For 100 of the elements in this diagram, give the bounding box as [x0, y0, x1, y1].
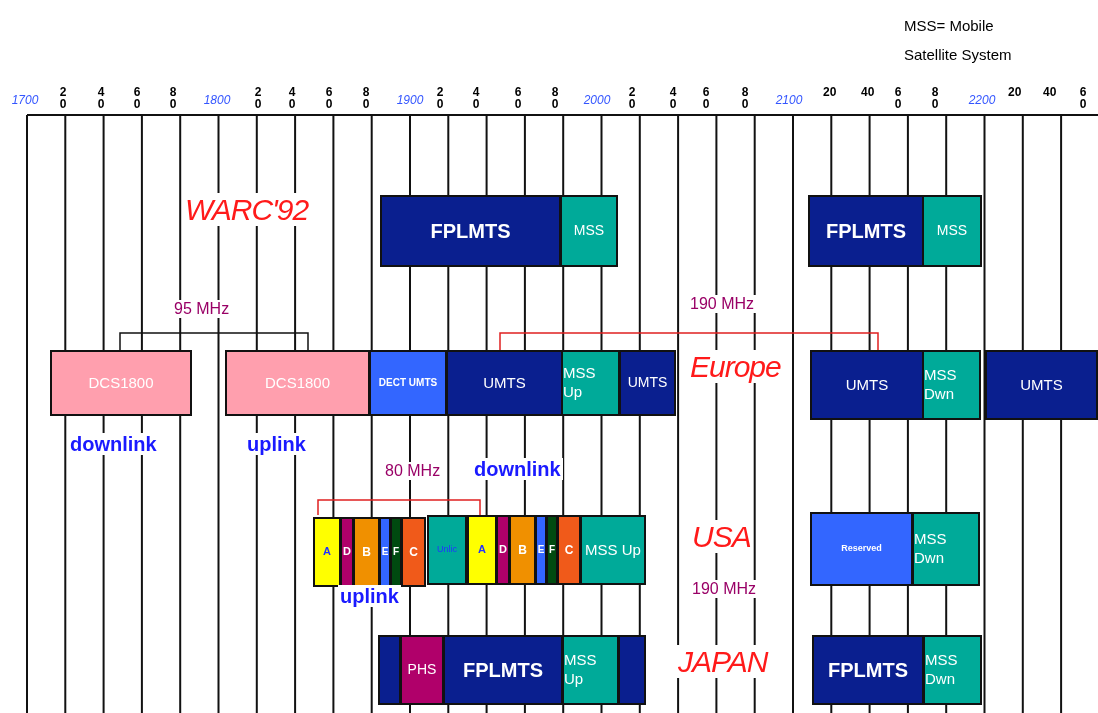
band-block: [535, 515, 547, 585]
band-name: A: [323, 545, 331, 559]
bandwidth-label: 190 MHz: [690, 580, 759, 598]
band-block: [922, 350, 981, 420]
band-name: MSS Dwn: [924, 366, 958, 404]
band-name: FPLMTS: [826, 218, 906, 244]
band-name: UMTS: [1020, 375, 1063, 395]
tick-label: 2100: [775, 94, 803, 106]
region-label: Europe: [688, 350, 783, 383]
band-block: [810, 512, 913, 586]
band-block: [50, 350, 192, 416]
tick-label: 6 0: [1078, 86, 1088, 110]
band-name: F: [392, 545, 400, 559]
band-block: [580, 515, 646, 585]
band-name: B: [362, 544, 371, 560]
band-name: B: [518, 542, 527, 558]
band-name: F: [548, 543, 556, 557]
tick-label: 4 0: [668, 86, 678, 110]
band-name: FPLMTS: [828, 657, 908, 683]
band-name: MSS Up: [564, 651, 598, 689]
direction-label: downlink: [472, 458, 563, 480]
bandwidth-label: 95 MHz: [172, 300, 232, 318]
band-block: [443, 635, 563, 705]
tick-label: 2 0: [253, 86, 263, 110]
direction-label: uplink: [338, 585, 401, 607]
tick-label: 2 0: [435, 86, 445, 110]
band-block: [313, 517, 341, 587]
band-name: MSS Dwn: [925, 651, 959, 689]
band-name: PHS: [407, 661, 437, 679]
band-block: [808, 195, 924, 267]
direction-label: uplink: [245, 433, 308, 455]
band-name: E: [537, 543, 545, 557]
band-block: [380, 195, 561, 267]
band-block: [546, 515, 558, 585]
band-block: [353, 517, 380, 587]
band-name: MSS Dwn: [914, 530, 948, 568]
band-block: [557, 515, 581, 585]
tick-label: 2000: [583, 94, 611, 106]
tick-label: 8 0: [361, 86, 371, 110]
band-block: [912, 512, 980, 586]
note-text: MSS= Mobile Satellite System: [904, 16, 1013, 65]
empty-block: [378, 635, 401, 705]
band-block: [810, 350, 924, 420]
band-name: C: [409, 544, 418, 560]
band-block: [225, 350, 370, 416]
band-name: Unlic: [437, 544, 457, 556]
bandwidth-label: 80 MHz: [383, 462, 443, 480]
band-name: Reserved: [841, 543, 882, 555]
tick-label: 4 0: [287, 86, 297, 110]
band-name: UMTS: [627, 374, 668, 392]
band-name: MSS Up: [563, 364, 597, 402]
band-block: [467, 515, 497, 585]
band-block: [985, 350, 1098, 420]
band-name: D: [499, 543, 507, 557]
band-block: [812, 635, 924, 705]
band-name: DECT UMTS: [378, 376, 438, 390]
band-block: [427, 515, 467, 585]
band-name: DCS1800: [88, 373, 154, 393]
band-block: [496, 515, 510, 585]
tick-label: 8 0: [740, 86, 750, 110]
region-label: JAPAN: [676, 645, 770, 678]
tick-label: 1800: [203, 94, 231, 106]
tick-label: 2200: [968, 94, 996, 106]
band-name: FPLMTS: [430, 218, 511, 244]
tick-label: 4 0: [96, 86, 106, 110]
band-name: UMTS: [845, 375, 889, 395]
empty-block: [618, 635, 646, 705]
tick-label: 6 0: [132, 86, 142, 110]
band-name: MSS: [936, 222, 968, 240]
band-block: [400, 635, 444, 705]
tick-label: 2 0: [627, 86, 637, 110]
bandwidth-label: 190 MHz: [688, 295, 757, 313]
band-name: UMTS: [483, 373, 526, 393]
tick-label: 6 0: [701, 86, 711, 110]
tick-label: 8 0: [168, 86, 178, 110]
band-name: MSS: [573, 222, 605, 240]
band-block: [923, 635, 982, 705]
band-block: [446, 350, 563, 416]
band-block: [390, 517, 402, 587]
band-block: [922, 195, 982, 267]
band-block: [562, 635, 619, 705]
direction-label: downlink: [68, 433, 159, 455]
band-name: E: [381, 545, 389, 559]
band-block: [369, 350, 447, 416]
band-block: [561, 350, 620, 416]
band-name: D: [343, 545, 351, 559]
band-block: [619, 350, 676, 416]
tick-label: 8 0: [930, 86, 940, 110]
tick-label: 6 0: [324, 86, 334, 110]
band-block: [560, 195, 618, 267]
band-block: [401, 517, 426, 587]
tick-label: 6 0: [513, 86, 523, 110]
band-name: C: [564, 542, 574, 558]
tick-label: 8 0: [550, 86, 560, 110]
band-name: FPLMTS: [463, 657, 543, 683]
band-block: [379, 517, 391, 587]
band-block: [509, 515, 536, 585]
band-block: [340, 517, 354, 587]
tick-label: 1700: [11, 94, 39, 106]
tick-label: 1900: [396, 94, 424, 106]
